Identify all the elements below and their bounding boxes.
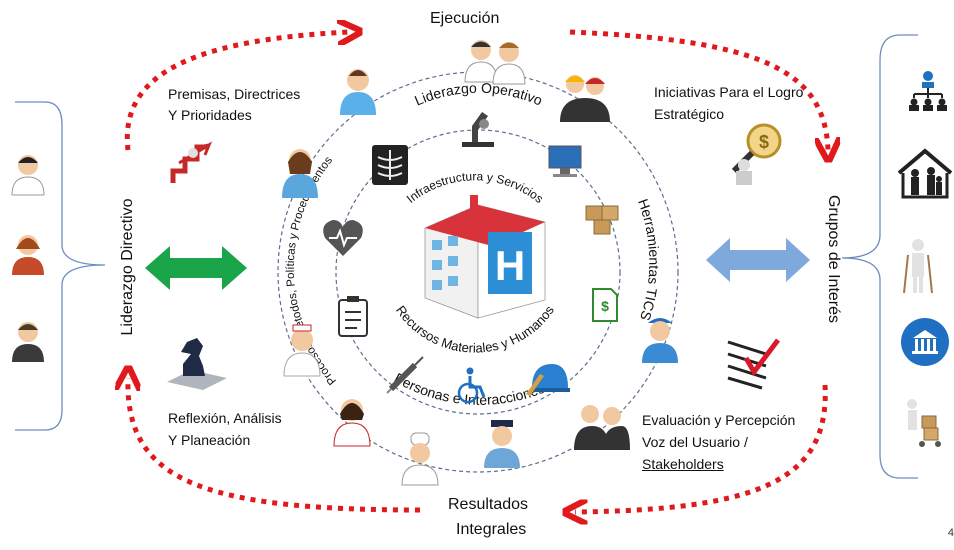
- person-icon-delivery: [642, 318, 678, 363]
- label-premisas-line1: Premisas, Directrices: [168, 86, 301, 102]
- avatar-doctor-left: [11, 155, 45, 196]
- label-resultados-line1: Resultados: [448, 496, 529, 513]
- government-building-icon: [901, 318, 949, 366]
- label-resultados-line2: Integrales: [456, 521, 527, 538]
- chess-knight-icon: [167, 338, 227, 390]
- person-icon-chef: [401, 432, 439, 486]
- person-icon-nurse-left: [282, 149, 318, 198]
- label-iniciativas-line2: Estratégico: [654, 106, 725, 122]
- label-grupos-interes: Grupos de Interés: [825, 194, 842, 324]
- person-icon-handshake: [574, 405, 630, 450]
- person-icon-nurse-lower-left: [283, 324, 321, 377]
- green-double-arrow: [145, 246, 247, 290]
- magnifier-dollar-icon: $: [731, 123, 782, 185]
- label-evaluacion-line3: Stakeholders: [642, 456, 724, 472]
- label-premisas-line2: Y Prioridades: [168, 107, 252, 123]
- ring-label-right: Herramientas TICS: [635, 197, 662, 323]
- left-bracket: [15, 101, 106, 431]
- person-icon-officer: [484, 420, 520, 468]
- person-icon-doctors-top: [464, 40, 526, 85]
- blue-double-arrow: [706, 238, 810, 282]
- dashed-arrow-bottom-right: [575, 384, 828, 512]
- crutches-person-icon: [903, 239, 933, 294]
- label-evaluacion-line1: Evaluación y Percepción: [642, 412, 796, 428]
- checklist-icon: [727, 338, 780, 390]
- label-liderazgo-directivo: Liderazgo Directivo: [119, 198, 136, 336]
- dashed-arrow-top-left: [124, 32, 350, 151]
- dashed-arrow-bottom-left: [128, 378, 421, 513]
- org-chart-icon: [909, 71, 947, 111]
- right-bracket: [841, 34, 918, 479]
- person-icon-woman-bottom-left: [333, 399, 371, 447]
- syringe-icon: [386, 356, 424, 394]
- wheelchair-icon: [457, 367, 486, 404]
- person-with-boxes-icon: [907, 399, 941, 447]
- heart-monitor-icon: [323, 220, 363, 256]
- stairs-arrow-icon: [170, 141, 213, 183]
- dashed-arrow-top-right: [569, 29, 828, 150]
- family-house-icon: [897, 148, 953, 199]
- svg-text:$: $: [601, 298, 609, 314]
- helmet-icon: [526, 364, 570, 396]
- avatar-businessman-left: [12, 322, 44, 362]
- label-iniciativas-line1: Iniciativas Para el Logro: [654, 84, 804, 100]
- label-evaluacion-line2: Voz del Usuario /: [642, 434, 748, 450]
- outer-ring: [277, 71, 679, 473]
- label-ejecucion: Ejecución: [430, 10, 500, 27]
- svg-text:$: $: [759, 132, 769, 152]
- money-document-icon: $: [592, 288, 618, 322]
- svg-text:H: H: [495, 242, 525, 289]
- microscope-icon: [462, 112, 494, 147]
- page-number: 4: [947, 527, 954, 539]
- person-icon-nurse-top: [340, 69, 376, 115]
- boxes-icon: [585, 205, 619, 235]
- computer-icon: [548, 145, 582, 177]
- clipboard-icon: [338, 296, 368, 337]
- xray-icon: [372, 145, 408, 185]
- avatar-woman-left: [12, 235, 44, 275]
- hospital-icon: H: [424, 195, 546, 319]
- person-icon-workers-top-right: [560, 75, 610, 122]
- label-reflexion-line1: Reflexión, Análisis: [168, 410, 282, 426]
- label-reflexion-line2: Y Planeación: [168, 432, 251, 448]
